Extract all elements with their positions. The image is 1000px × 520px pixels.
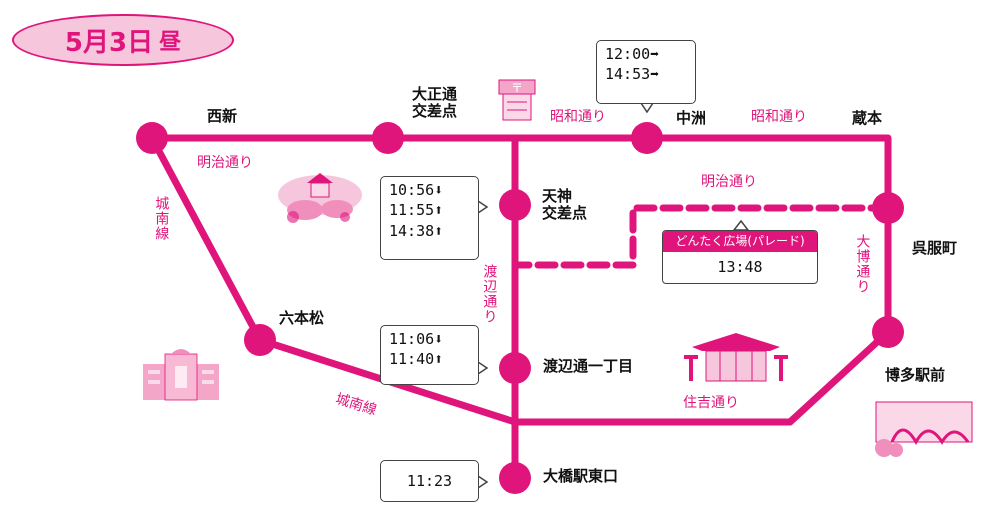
meiji-dori-dashed-line (511, 204, 892, 269)
parade-time: 13:48 (717, 258, 763, 276)
timebox-tenjin: 10:56⬇ 11:55⬆ 14:38⬆ (380, 176, 479, 260)
stop-gofukumachi (872, 192, 904, 224)
parade-box: どんたく広場(パレード) 13:48 (662, 230, 818, 284)
stop-watanabe (499, 352, 531, 384)
road-watanabe: 渡辺通り (481, 264, 498, 324)
stop-nakasu (631, 122, 663, 154)
post-office-icon: 〒 (498, 79, 536, 121)
label-hakata: 博多駅前 (885, 366, 946, 384)
date-text: 5月3日 (64, 27, 154, 58)
label-ropponmatsu: 六本松 (279, 309, 325, 327)
svg-text:〒: 〒 (511, 81, 523, 95)
stop-markers (136, 122, 904, 494)
road-sumiyoshi: 住吉通り (683, 395, 739, 411)
road-jonan-vertical: 城南線 (153, 196, 170, 241)
road-showa-2: 昭和通り (751, 109, 807, 125)
road-meiji-west: 明治通り (197, 155, 253, 171)
label-taisho-dori: 大正通 交差点 (412, 85, 458, 121)
stop-ropponmatsu (244, 324, 276, 356)
time-line: 12:00➡ (605, 45, 660, 63)
stop-hakata (872, 316, 904, 348)
time-line: 14:38⬆ (389, 221, 444, 240)
parade-label: どんたく広場(パレード) (663, 231, 817, 252)
road-meiji-east: 明治通り (701, 174, 757, 190)
stop-nishijin (136, 122, 168, 154)
time-line: 11:06⬇ (389, 330, 444, 348)
period-text: 昼 (159, 30, 182, 55)
road-showa-1: 昭和通り (550, 109, 606, 125)
stop-ohashi (499, 462, 531, 494)
stop-taisho-dori (372, 122, 404, 154)
label-nakasu: 中洲 (676, 109, 707, 127)
station-icon (875, 401, 973, 457)
time-line: 11:23 (406, 471, 453, 490)
time-line: 11:40⬆ (389, 350, 444, 369)
label-watanabe-1: 渡辺通一丁目 (543, 357, 634, 375)
date-badge: 5月3日 昼 (12, 14, 234, 66)
label-kuramoto: 蔵本 (852, 109, 883, 127)
time-line: 14:53➡ (605, 65, 660, 84)
time-line: 10:56⬇ (389, 181, 444, 199)
stop-tenjin (499, 189, 531, 221)
castle-icon (278, 173, 362, 223)
road-taihaku: 大博通り (854, 234, 871, 294)
timebox-nakasu: 12:00➡ 14:53➡ (596, 40, 696, 104)
label-nishijin: 西新 (207, 107, 238, 125)
shrine-icon (684, 333, 788, 382)
timebox-watanabe: 11:06⬇ 11:40⬆ (380, 325, 479, 385)
timebox-ohashi: 11:23 (380, 460, 479, 502)
route-lines (148, 134, 892, 484)
time-line: 11:55⬆ (389, 201, 444, 220)
label-gofukumachi: 呉服町 (912, 239, 958, 257)
label-tenjin: 天神 交差点 (542, 187, 588, 223)
building-icon (143, 349, 219, 401)
label-ohashi: 大橋駅東口 (543, 467, 619, 485)
